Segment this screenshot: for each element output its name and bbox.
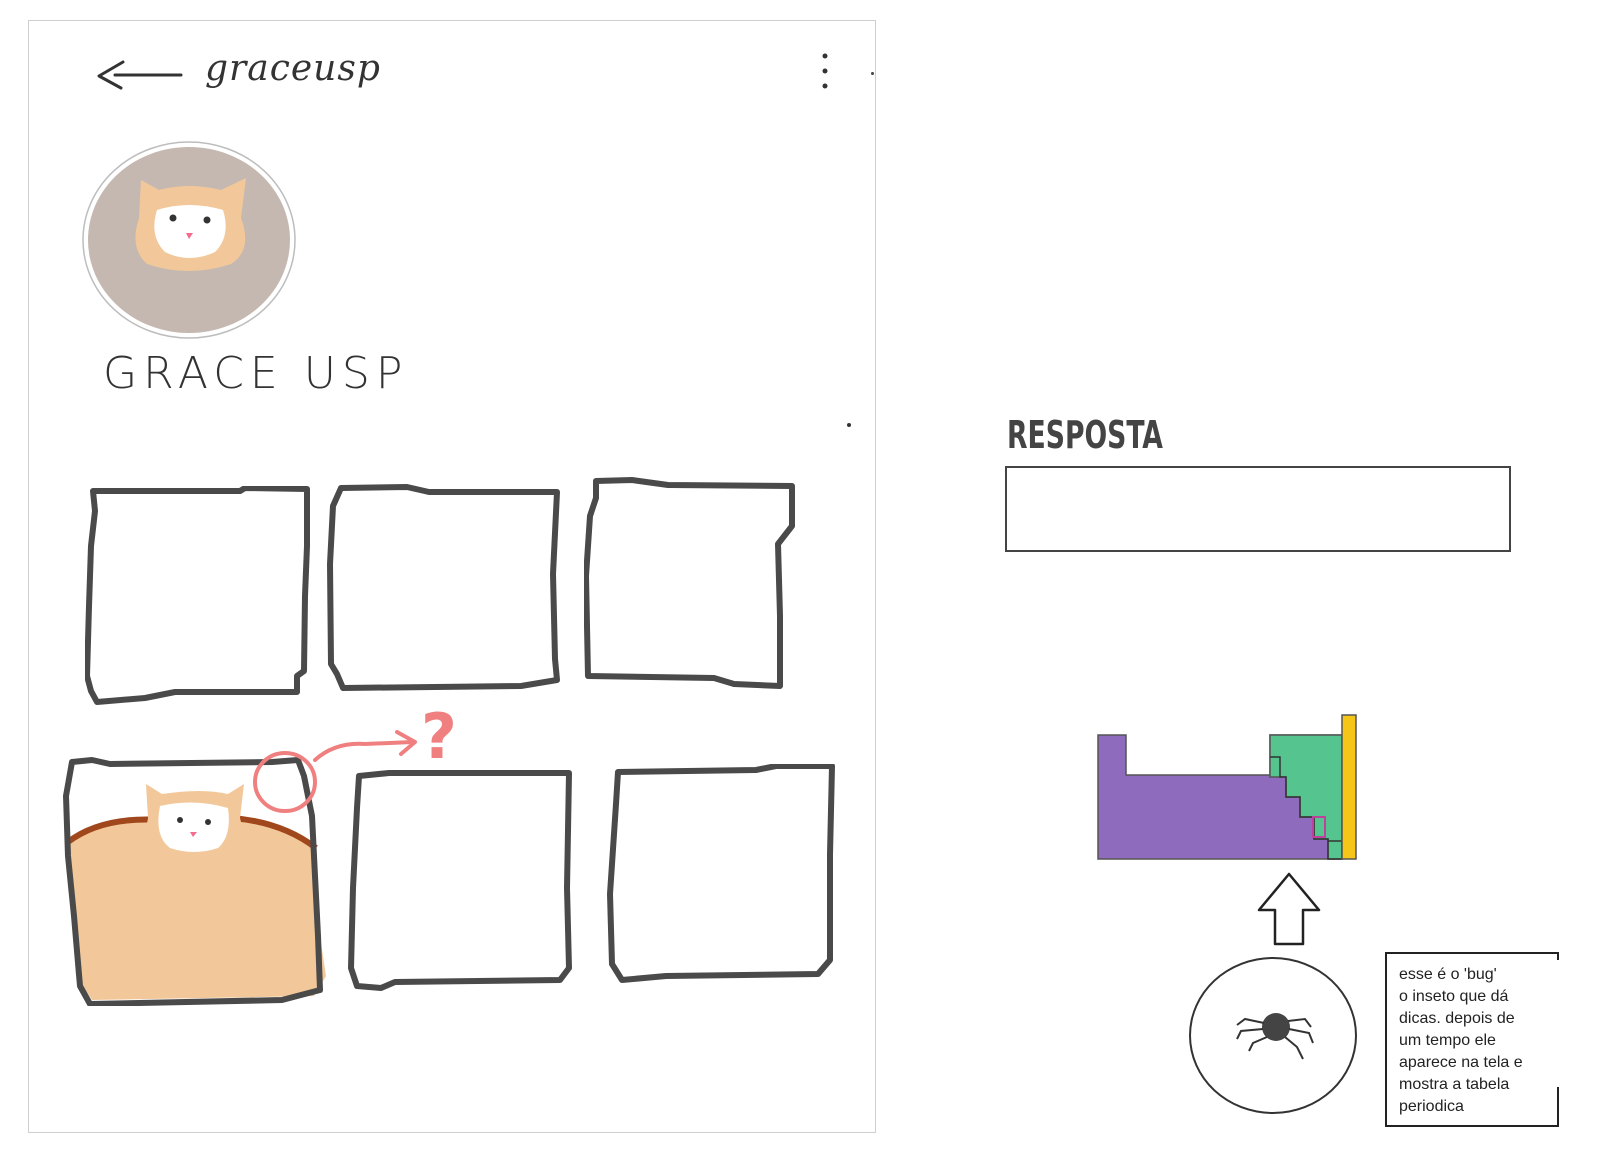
stray-dot bbox=[847, 423, 851, 427]
note-line: um tempo ele bbox=[1399, 1032, 1496, 1049]
note-line: dicas. depois de bbox=[1399, 1010, 1515, 1027]
stray-dot bbox=[871, 72, 874, 75]
answer-label: RESPOSTA bbox=[1007, 413, 1163, 457]
cat-avatar-icon[interactable] bbox=[81, 140, 297, 340]
note-line: aparece na tela e bbox=[1399, 1054, 1523, 1071]
profile-display-name: GRACE USP bbox=[103, 348, 409, 399]
up-arrow-icon bbox=[1257, 872, 1321, 946]
back-arrow-icon[interactable] bbox=[95, 58, 185, 92]
note-line: periodica bbox=[1399, 1098, 1464, 1115]
post-thumbnail-3[interactable] bbox=[584, 476, 798, 690]
question-mark: ? bbox=[421, 700, 457, 773]
note-line: o inseto que dá bbox=[1399, 988, 1509, 1005]
note-line: mostra a tabela bbox=[1399, 1076, 1510, 1093]
question-annotation: ? bbox=[253, 700, 457, 813]
post-thumbnail-4[interactable] bbox=[62, 756, 334, 1006]
bug-hint-button[interactable] bbox=[1189, 957, 1357, 1114]
post-thumbnail-6[interactable] bbox=[606, 764, 836, 986]
periodic-table-icon bbox=[1097, 714, 1357, 860]
post-thumbnail-1[interactable] bbox=[85, 486, 311, 706]
answer-input[interactable] bbox=[1005, 466, 1511, 552]
post-thumbnail-2[interactable] bbox=[325, 484, 561, 692]
note-line: esse é o 'bug' bbox=[1399, 966, 1497, 983]
post-thumbnail-5[interactable] bbox=[345, 768, 575, 992]
bug-explanation-note: esse é o 'bug' o inseto que dá dicas. de… bbox=[1385, 952, 1559, 1127]
profile-username: graceusp bbox=[205, 48, 381, 89]
bug-icon bbox=[1236, 1013, 1314, 1060]
kebab-menu-icon[interactable] bbox=[817, 52, 833, 92]
